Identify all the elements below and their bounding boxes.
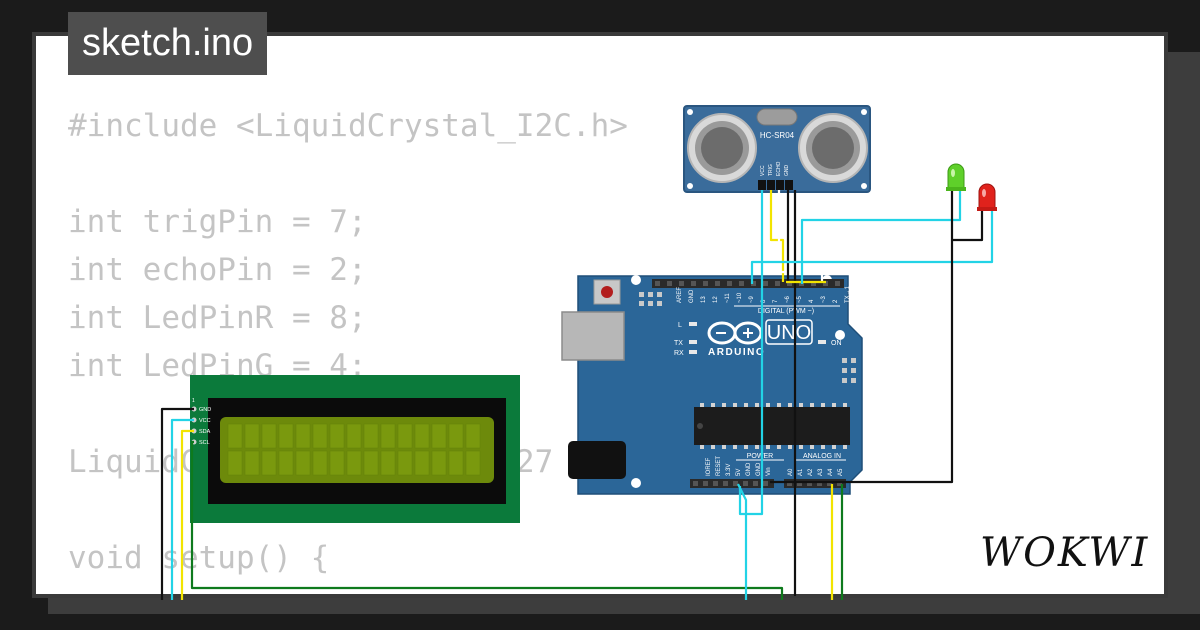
wire-5v-down — [737, 483, 748, 600]
pin-label: ~6 — [785, 295, 791, 303]
pin-label: 8 — [761, 299, 767, 303]
power-jack — [568, 441, 626, 479]
wire-led-gnd-board — [770, 240, 954, 484]
sensor-pin-label: GND — [784, 165, 790, 177]
led-rx-label: RX — [674, 350, 684, 357]
pin-label: ~9 — [749, 295, 755, 303]
board-model-label: UNO — [767, 322, 811, 344]
led-l-label: L — [678, 322, 682, 329]
pin-label: A2 — [808, 468, 814, 476]
transducer-right — [798, 113, 868, 183]
pin-label: 3.3V — [726, 464, 732, 476]
wire-lcd-sda — [180, 429, 194, 600]
digital-label: DIGITAL (PWM ~) — [758, 308, 814, 315]
pin-label: GND — [746, 462, 752, 476]
pin-label: ~3 — [821, 295, 827, 303]
led-tx-label: TX — [674, 340, 683, 347]
pin-label: AREF — [677, 287, 683, 303]
wire-sensor-vcc — [738, 190, 764, 516]
analog-header — [784, 479, 846, 488]
green-led[interactable] — [946, 163, 966, 191]
pin-label: ~11 — [725, 293, 731, 303]
pin-label: 5V — [736, 469, 742, 476]
pin-label: GND — [689, 289, 695, 303]
wire-led-gnd — [950, 191, 984, 242]
wokwi-logo: WOKWI — [980, 530, 1149, 576]
wire-lcd-gnd — [160, 407, 194, 600]
wires — [160, 190, 994, 600]
code-line: int LedPinR = 8; — [68, 300, 367, 336]
pin-label: A5 — [838, 468, 844, 476]
sensor-label: HC-SR04 — [760, 131, 795, 140]
pin-label: 12 — [713, 296, 719, 303]
pin-label: 2 — [833, 299, 839, 303]
pin-label: A1 — [798, 468, 804, 476]
sensor-pin-label: VCC — [760, 165, 766, 176]
sensor-pin-label: TRIG — [768, 164, 774, 176]
pin-label: RESET — [716, 456, 722, 476]
lcd-pin-label: GND — [199, 407, 211, 413]
wire-led-green — [800, 191, 962, 284]
pin-label: Vin — [766, 467, 772, 476]
pin-label: 7 — [773, 299, 779, 303]
analog-label: ANALOG IN — [803, 453, 841, 460]
code-line: #include <LiquidCrystal_I2C.h> — [68, 108, 628, 144]
pin-label: A4 — [828, 468, 834, 476]
arduino-uno-board[interactable]: AREF GND 13 12 ~11 ~10 ~9 8 7 ~6 ~5 4 ~3… — [561, 275, 863, 495]
digital-header — [652, 279, 844, 288]
wire-led-red — [750, 211, 994, 284]
pin-label: 13 — [701, 296, 707, 303]
pin-label: RX←0 — [857, 285, 863, 303]
pin-label: TX→1 — [845, 285, 851, 303]
board-brand-label: ARDUINO — [708, 347, 765, 358]
pin-label: ~10 — [737, 292, 743, 303]
lcd-pin-label: SCL — [199, 440, 210, 446]
wire-sensor-trig — [769, 190, 785, 282]
transducer-left — [687, 113, 757, 183]
ultrasonic-sensor[interactable]: HC-SR04 VCC TRIG ECHO GND — [683, 105, 871, 193]
pin-label: ~5 — [797, 295, 803, 303]
code-line: int echoPin = 2; — [68, 252, 367, 288]
wire-sensor-echo — [777, 190, 824, 282]
power-header — [690, 479, 774, 488]
pin-label: 4 — [809, 299, 815, 303]
lcd-display[interactable]: 1 GND VCC SDA SCL — [190, 375, 520, 523]
pin-label: IOREF — [706, 457, 712, 476]
reset-button[interactable] — [593, 279, 621, 305]
power-label: POWER — [747, 453, 773, 460]
code-line: int trigPin = 7; — [68, 204, 367, 240]
pin-label: A3 — [818, 468, 824, 476]
file-title-badge: sketch.ino — [68, 12, 268, 75]
lcd-pin-label: VCC — [199, 418, 211, 424]
usb-port — [561, 311, 625, 361]
lcd-pin1-label: 1 — [192, 398, 195, 404]
arduino-infinity-logo — [707, 321, 763, 345]
pin-label: A0 — [788, 468, 794, 476]
wire-lcd-vcc — [170, 418, 194, 600]
on-led-label: ON — [831, 340, 842, 347]
pin-label: GND — [756, 462, 762, 476]
wokwi-logo-text: WOKWI — [980, 530, 1149, 576]
sensor-pin-label: ECHO — [776, 161, 782, 176]
microcontroller-chip — [694, 403, 850, 449]
wire-lcd-scl — [190, 440, 784, 600]
lcd-pin-label: SDA — [199, 429, 211, 435]
red-led[interactable] — [977, 183, 997, 211]
